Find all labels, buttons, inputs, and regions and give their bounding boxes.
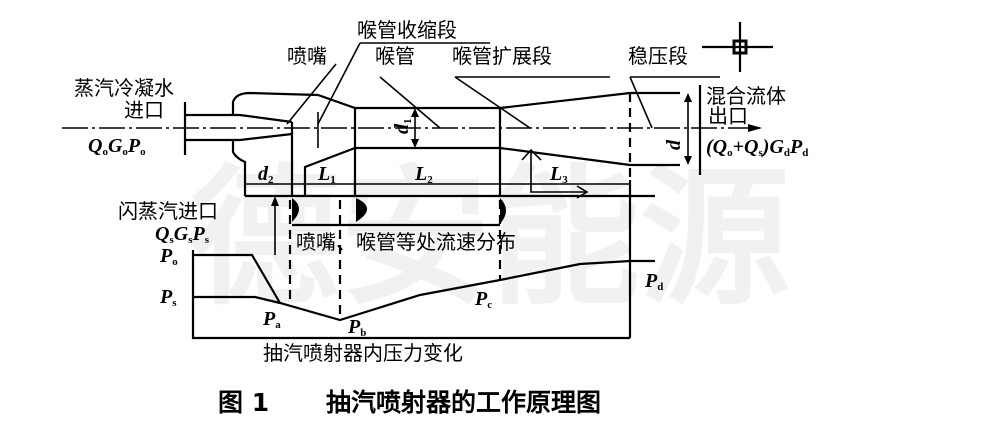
label-L3: L3 (549, 163, 568, 186)
figure-caption: 抽汽喷射器的工作原理图 (326, 388, 601, 417)
label-Pc: Pc (474, 288, 492, 311)
figure-number: 图 1 (218, 388, 269, 417)
label-throat-converging: 喉管收缩段 (357, 18, 457, 42)
label-Pd: Pd (644, 270, 663, 293)
label-L1: L1 (317, 163, 336, 186)
label-mixed-outlet: 混合流体 (706, 84, 786, 108)
label-nozzle: 喷嘴 (287, 44, 327, 68)
crosshair-mark (702, 22, 773, 72)
label-flash-inlet: 闪蒸汽进口 (118, 199, 218, 223)
label-d2: d2 (258, 163, 274, 186)
label-throat-expanding: 喉管扩展段 (452, 44, 552, 68)
label-outlet-flow: (Qo+Qs)GdPd (706, 136, 808, 159)
label-d: d (663, 139, 685, 150)
label-d1: d1 (391, 119, 414, 135)
label-QsGsPs: QsGsPs (155, 223, 210, 246)
label-Po: Po (159, 245, 178, 268)
label-steam-inlet-2: 进口 (124, 98, 164, 122)
pressure-profile (191, 200, 655, 340)
label-QoGoPo: QoGoPo (88, 135, 146, 158)
label-Pa: Pa (262, 308, 281, 331)
label-stabilizing: 稳压段 (628, 44, 688, 68)
label-throat: 喉管 (375, 44, 415, 68)
ejector-body (62, 85, 762, 198)
label-mixed-outlet-2: 出口 (708, 104, 748, 128)
label-velocity-distribution: 喷嘴、喉管等处流速分布 (296, 230, 516, 254)
label-Ps: Ps (159, 286, 177, 309)
velocity-profiles (292, 198, 506, 227)
label-L2: L2 (414, 163, 433, 186)
label-steam-inlet: 蒸汽冷凝水 (74, 76, 174, 100)
label-Pb: Pb (347, 316, 366, 339)
label-pressure-change: 抽汽喷射器内压力变化 (263, 341, 463, 365)
